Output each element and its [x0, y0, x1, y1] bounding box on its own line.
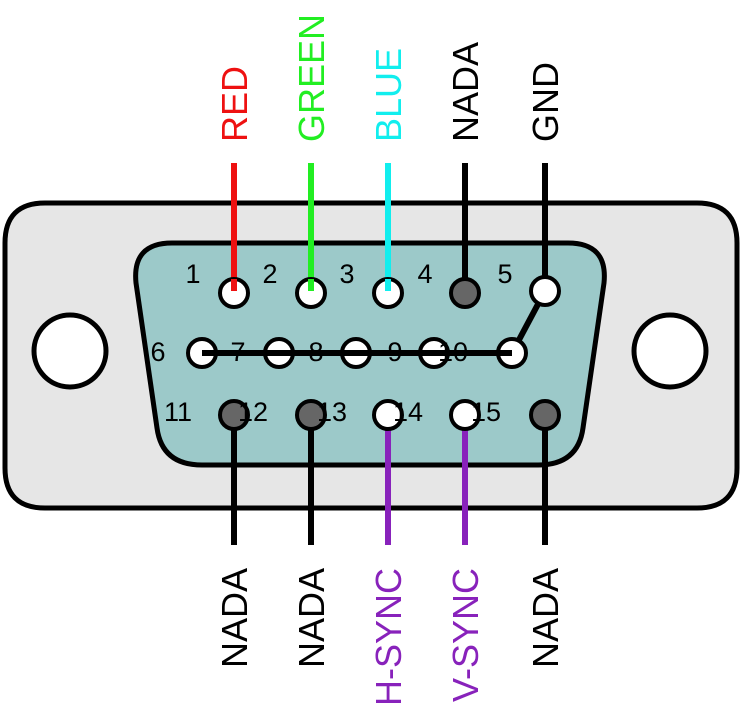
- pin-number-6: 6: [150, 337, 165, 367]
- top-label-3: BLUE: [368, 48, 409, 142]
- pin-11: [218, 399, 250, 431]
- pin-number-14: 14: [393, 397, 423, 427]
- pin-5: [529, 275, 561, 307]
- pin-15: [529, 399, 561, 431]
- pin-4: [449, 277, 481, 309]
- top-label-4: NADA: [445, 42, 486, 142]
- pin-12: [295, 399, 327, 431]
- pin-number-12: 12: [238, 397, 268, 427]
- pin-number-1: 1: [185, 259, 200, 289]
- bottom-label-11: NADA: [214, 568, 255, 668]
- pin-number-11: 11: [164, 397, 192, 427]
- mounting-hole-left: [31, 312, 109, 390]
- bottom-label-14: V-SYNC: [445, 568, 486, 702]
- bottom-label-12: NADA: [291, 568, 332, 668]
- pin-number-3: 3: [339, 259, 354, 289]
- top-label-5: GND: [525, 62, 566, 142]
- mounting-hole-right: [631, 312, 709, 390]
- bottom-label-13: H-SYNC: [368, 568, 409, 706]
- pin-number-13: 13: [317, 397, 347, 427]
- pin-number-4: 4: [417, 259, 432, 289]
- pins: [186, 275, 561, 431]
- top-label-1: RED: [214, 66, 255, 142]
- pin-14: [449, 399, 481, 431]
- bottom-signal-labels: NADA NADA H-SYNC V-SYNC NADA: [214, 568, 566, 706]
- pin-number-2: 2: [262, 259, 277, 289]
- pin-number-8: 8: [308, 337, 323, 367]
- bottom-label-15: NADA: [525, 568, 566, 668]
- pin-number-7: 7: [230, 337, 245, 367]
- pin-number-15: 15: [471, 397, 501, 427]
- top-signal-labels: RED GREEN BLUE NADA GND: [214, 14, 566, 142]
- pin-number-5: 5: [497, 259, 512, 289]
- top-label-2: GREEN: [291, 14, 332, 142]
- pin-13: [372, 399, 404, 431]
- pin-number-10: 10: [438, 337, 468, 367]
- pin-number-9: 9: [387, 337, 402, 367]
